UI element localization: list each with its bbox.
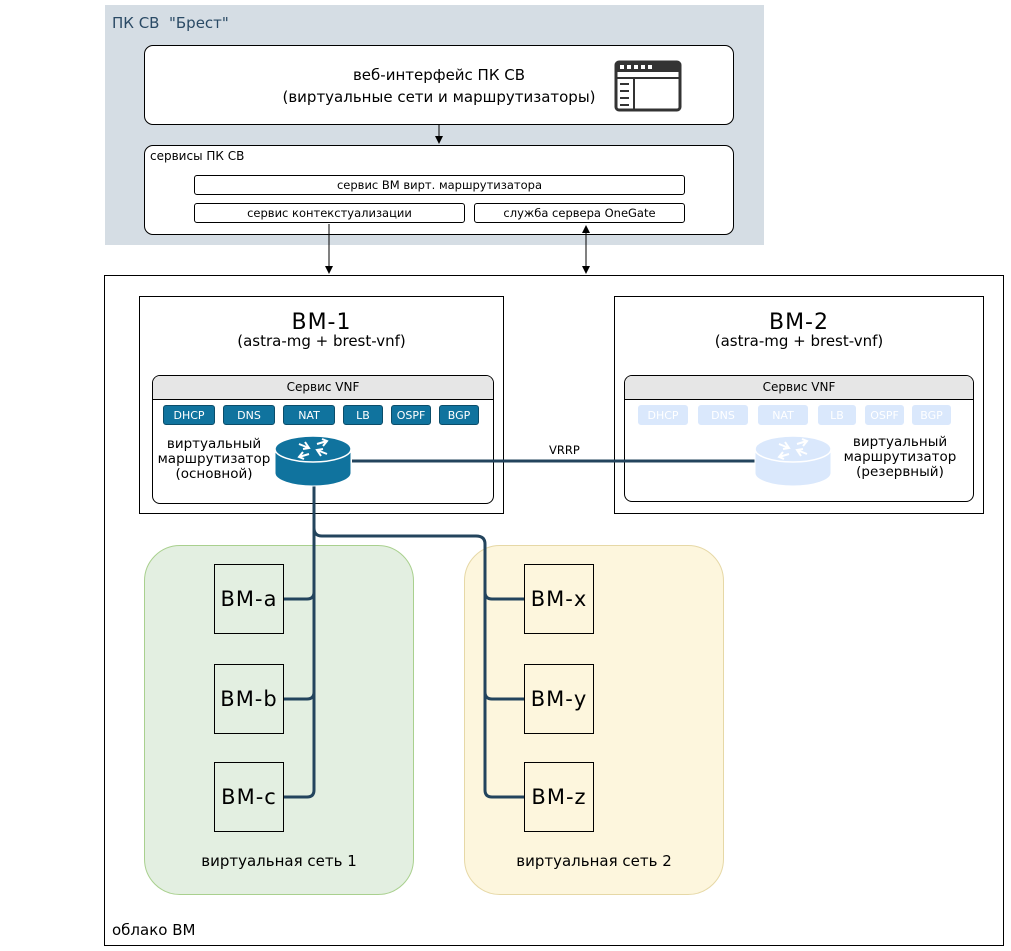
- vm-1-title: ВМ-1: [291, 310, 352, 335]
- vm-z: ВМ-z: [524, 762, 594, 832]
- vm-2-router-line2: маршрутизатор: [843, 449, 957, 465]
- vm-x: ВМ-x: [524, 564, 594, 634]
- router-vm-service: сервис ВМ вирт. маршрутизатора: [194, 175, 685, 195]
- vm-a: ВМ-a: [214, 564, 284, 634]
- vm-2-chip-dns: DNS: [698, 405, 748, 425]
- vm-2-title: ВМ-2: [768, 310, 829, 335]
- web-interface-subtitle: (виртуальные сети и маршрутизаторы): [282, 88, 596, 106]
- vm-1-router-line2: маршрутизатор: [157, 451, 271, 467]
- web-interface-title: веб-интерфейс ПК СВ: [352, 66, 526, 84]
- vm-1-chip-ospf: OSPF: [391, 405, 431, 425]
- vm-2-router-label: виртуальный маршрутизатор (резервный): [840, 435, 960, 480]
- contextualization-service: сервис контекстуализации: [194, 203, 465, 223]
- vm-1-chip-dhcp: DHCP: [163, 405, 215, 425]
- vm-1-chip-dns: DNS: [223, 405, 275, 425]
- vm-2-subtitle: (astra-mg + brest-vnf): [714, 332, 884, 350]
- vm-cloud-label: облако ВМ: [112, 921, 196, 939]
- virtual-network-2: [464, 545, 724, 895]
- vm-1-router-line1: виртуальный: [166, 436, 262, 452]
- vm-2-router-line3: (резервный): [856, 464, 944, 480]
- vm-2-chip-bgp: BGP: [912, 405, 951, 425]
- pk-sv-title: ПК СВ "Брест": [112, 14, 229, 32]
- vrrp-label: VRRP: [549, 443, 580, 457]
- vm-2-vnf-title: Сервис VNF: [625, 376, 973, 400]
- vm-1-router-label: виртуальный маршрутизатор (основной): [156, 437, 272, 482]
- vm-c: ВМ-c: [214, 762, 284, 832]
- vm-2-router-line1: виртуальный: [852, 434, 948, 450]
- vm-2-chip-lb: LB: [818, 405, 856, 425]
- vm-y: ВМ-y: [524, 664, 594, 734]
- vm-1-router-line3: (основной): [175, 466, 253, 482]
- onegate-service: служба сервера OneGate: [474, 203, 685, 223]
- virtual-network-2-label: виртуальная сеть 2: [516, 852, 672, 870]
- vm-1-chip-lb: LB: [343, 405, 383, 425]
- vm-2-chip-dhcp: DHCP: [638, 405, 688, 425]
- vm-b: ВМ-b: [214, 664, 284, 734]
- vm-1-chip-bgp: BGP: [439, 405, 479, 425]
- vm-2-chip-ospf: OSPF: [865, 405, 904, 425]
- vm-1-vnf-title: Сервис VNF: [153, 376, 493, 400]
- virtual-network-1-label: виртуальная сеть 1: [201, 852, 357, 870]
- services-title: сервисы ПК СВ: [150, 149, 245, 163]
- browser-window-icon: [614, 60, 682, 112]
- vm-1-chip-nat: NAT: [283, 405, 335, 425]
- vm-1-subtitle: (astra-mg + brest-vnf): [237, 332, 406, 350]
- vm-2-chip-nat: NAT: [758, 405, 808, 425]
